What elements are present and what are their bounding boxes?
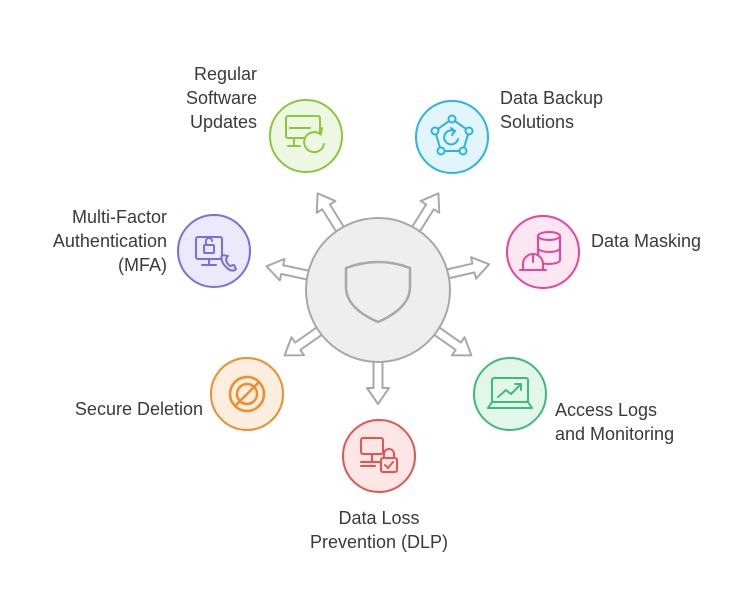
label-line: Data Loss — [338, 508, 420, 528]
label-line: Software — [185, 88, 257, 108]
label-line: (MFA) — [118, 255, 167, 275]
center-hub — [305, 217, 451, 363]
node-data-backup-solutions — [415, 100, 489, 174]
database-hardhat-icon — [519, 231, 561, 271]
phone-unlock-icon — [195, 236, 237, 272]
label-line: Solutions — [500, 112, 575, 132]
node-label-access-logs-monitoring: Access Logs and Monitoring — [555, 398, 674, 446]
network-sync-icon — [430, 114, 474, 156]
node-data-loss-prevention — [342, 419, 416, 493]
node-regular-software-updates — [269, 99, 343, 173]
label-line: and Monitoring — [555, 424, 675, 444]
shield-icon — [344, 260, 412, 324]
node-access-logs-monitoring — [473, 357, 547, 431]
label-line: Authentication — [52, 231, 167, 251]
node-label-secure-deletion: Secure Deletion — [75, 397, 203, 421]
laptop-chart-icon — [487, 377, 533, 409]
node-secure-deletion — [210, 357, 284, 431]
node-multi-factor-authentication — [177, 214, 251, 288]
label-line: Regular — [193, 64, 257, 84]
computer-lock-icon — [360, 437, 398, 473]
node-circle — [342, 419, 416, 493]
label-line: Updates — [189, 112, 257, 132]
prohibited-icon — [228, 375, 266, 413]
label-line: Data Backup — [500, 88, 604, 108]
nodes-group — [177, 99, 580, 493]
node-label-data-masking: Data Masking — [591, 229, 701, 253]
label-line: Multi-Factor — [71, 207, 167, 227]
label-line: Secure Deletion — [74, 399, 203, 419]
label-line: Prevention (DLP) — [309, 532, 449, 552]
node-circle — [415, 100, 489, 174]
label-line: Data Masking — [591, 231, 702, 251]
label-line: Access Logs — [555, 400, 658, 420]
node-data-masking — [506, 215, 580, 289]
monitor-refresh-icon — [285, 115, 325, 154]
